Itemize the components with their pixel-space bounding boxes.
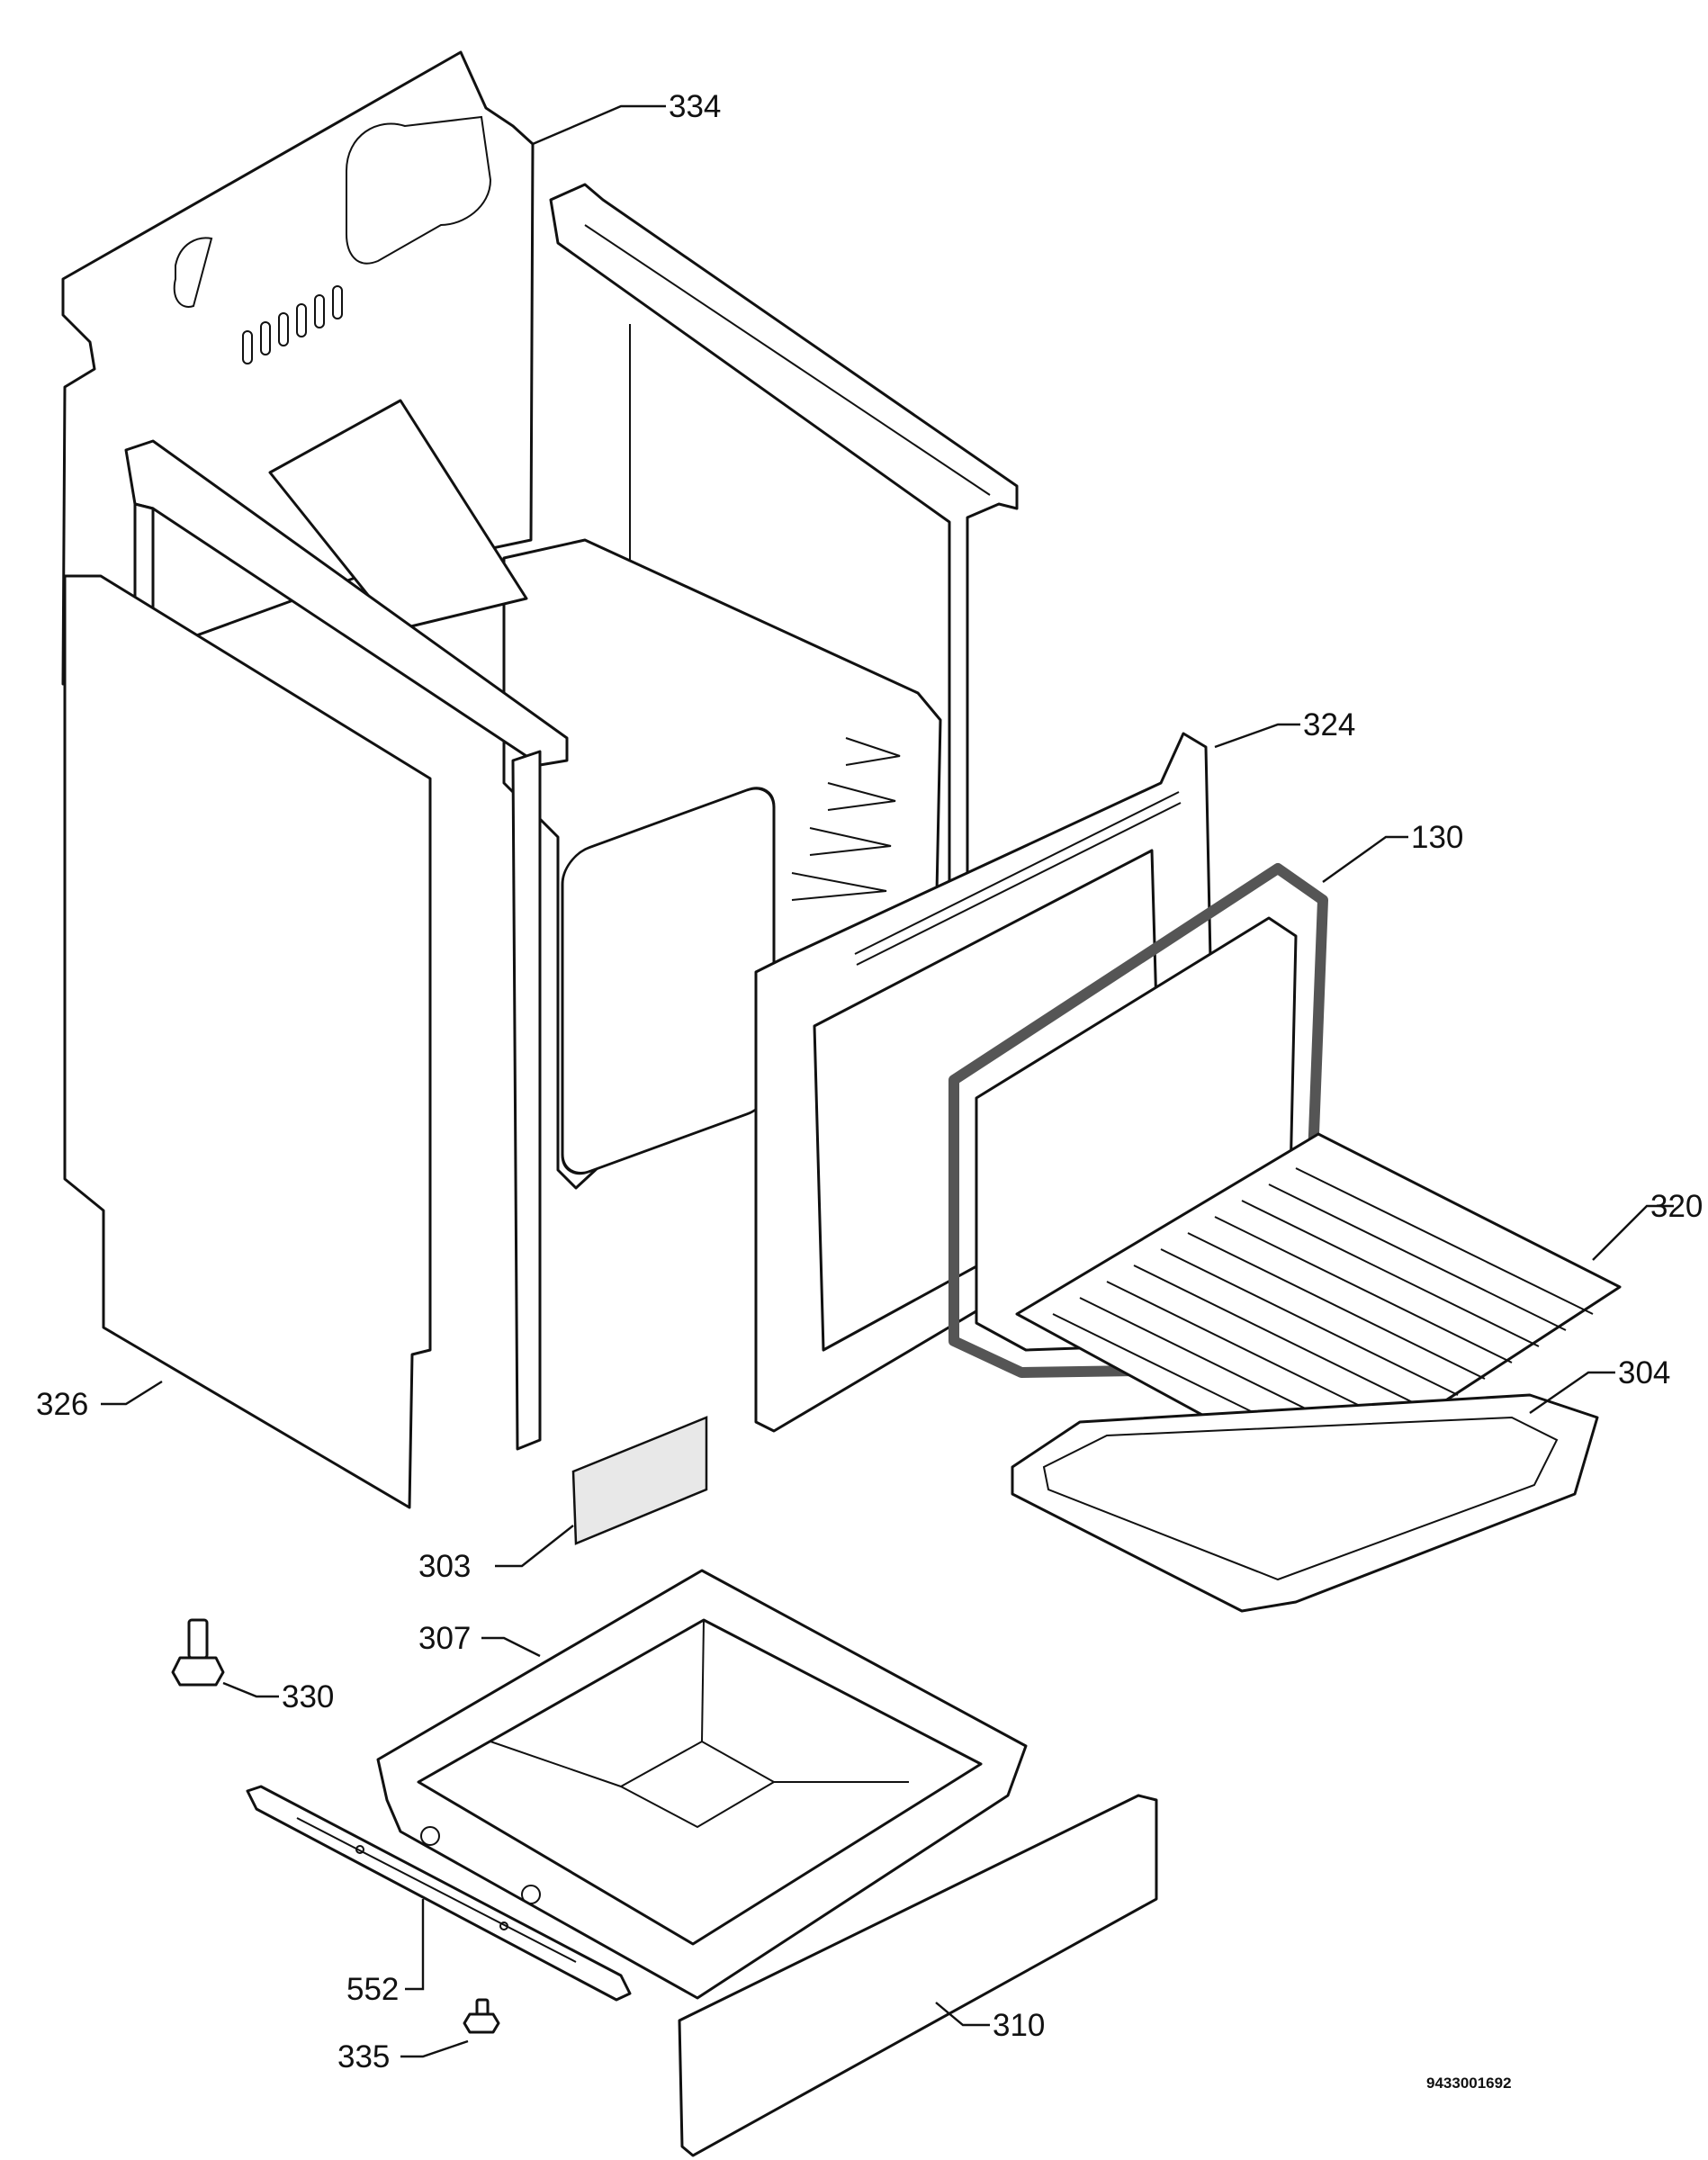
callout-label: 335 bbox=[337, 2039, 390, 2074]
callout-label: 303 bbox=[418, 1549, 471, 1584]
baking-tray-part bbox=[1011, 1393, 1599, 1613]
glass-strip-part bbox=[571, 1416, 708, 1545]
screw-330-part bbox=[171, 1618, 225, 1687]
callout-label: 552 bbox=[346, 1972, 399, 2007]
callout-label: 130 bbox=[1411, 820, 1463, 855]
callout-label: 307 bbox=[418, 1621, 471, 1656]
callout-label: 334 bbox=[669, 89, 721, 124]
document-code: 9433001692 bbox=[1426, 2074, 1512, 2092]
callout-label: 304 bbox=[1618, 1355, 1670, 1390]
callout-label: 330 bbox=[282, 1679, 334, 1714]
leader-lines bbox=[101, 104, 1674, 2058]
callout-label: 326 bbox=[36, 1387, 88, 1422]
drawer-rail-part bbox=[246, 1785, 632, 2002]
callout-label: 320 bbox=[1650, 1189, 1703, 1224]
callout-labels: 334 324 130 320 304 326 303 307 330 552 … bbox=[36, 89, 1703, 2074]
insulation-block-part bbox=[268, 399, 528, 632]
callout-label: 310 bbox=[993, 2008, 1045, 2043]
callout-label: 324 bbox=[1303, 707, 1355, 742]
side-panel-part bbox=[63, 574, 432, 1509]
drawer-front-part bbox=[678, 1794, 1158, 2157]
screw-335-part bbox=[463, 1998, 500, 2034]
oven-cavity-part bbox=[502, 538, 942, 1190]
storage-drawer-part bbox=[376, 1569, 1028, 2000]
